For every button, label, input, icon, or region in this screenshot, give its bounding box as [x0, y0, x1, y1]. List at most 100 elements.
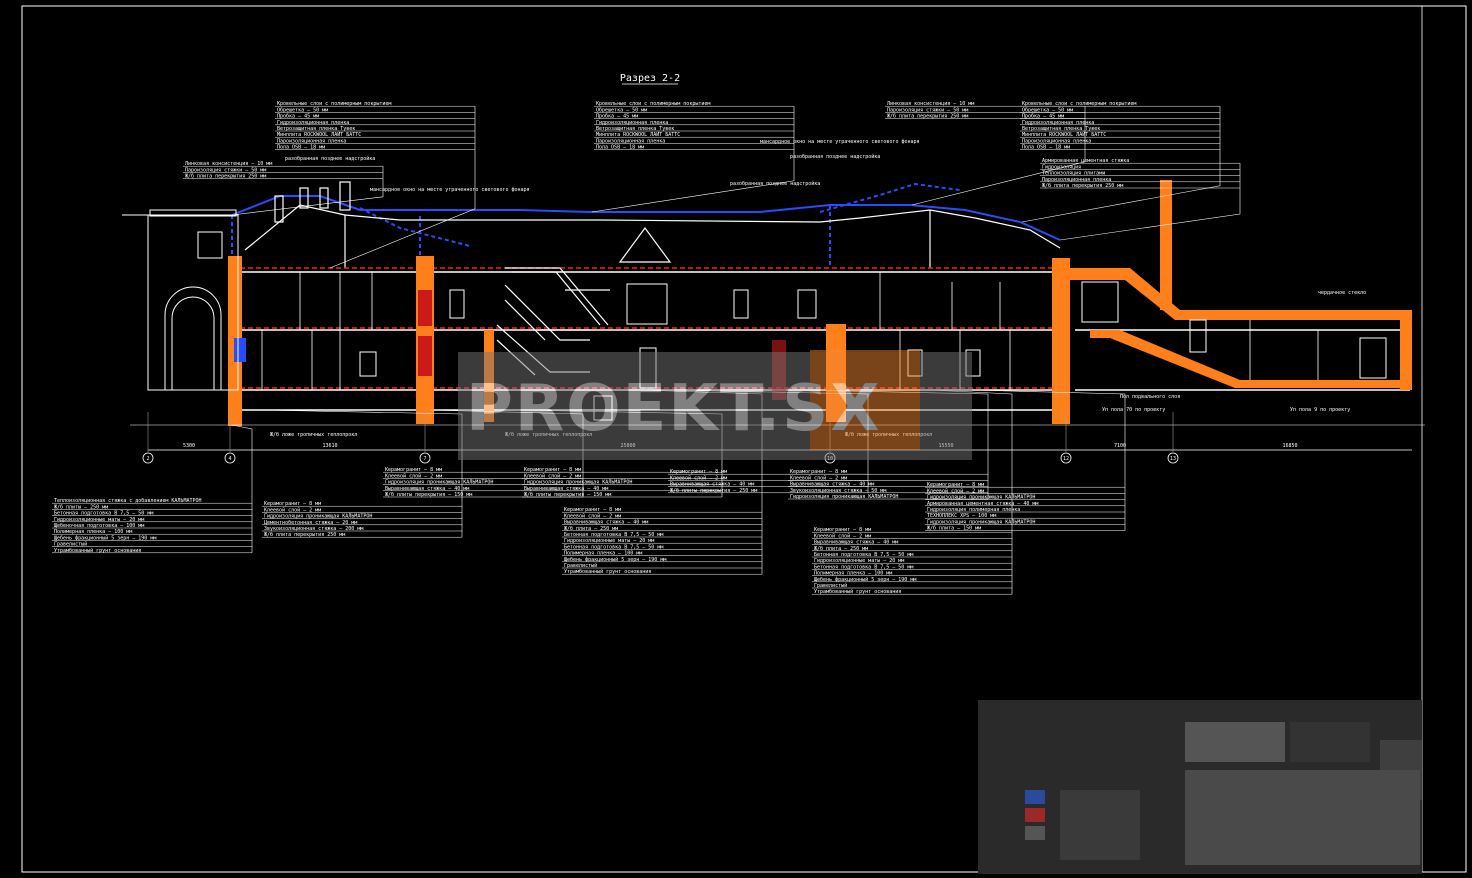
- callout-line: ТЕХНОПЛЕКС XPS – 100 мм: [927, 513, 996, 519]
- callout-line: Гидроизоляционные маты – 20 мм: [564, 538, 654, 544]
- callout-line: Керамогранит – 8 мм: [385, 467, 442, 473]
- callout-line: Армированная цементная стяжка: [1042, 158, 1129, 164]
- callout-line: Керамогранит – 8 мм: [670, 469, 727, 475]
- callout-line: Пробка – 45 мм: [1022, 113, 1064, 120]
- roof-blue-lines: [231, 182, 1061, 285]
- callout-line: Обрешетка – 50 мм: [1022, 106, 1073, 113]
- callout-line: Ж/б плита – 150 мм: [927, 525, 981, 532]
- right-note: чердачное стекло: [1318, 290, 1366, 296]
- axis-marker-label: 13: [1170, 456, 1176, 462]
- callout-leader: [329, 149, 476, 269]
- callout-line: Ж/б плита перекрытия 250 мм: [887, 113, 968, 120]
- callout-line: Обрешетка – 50 мм: [277, 106, 328, 113]
- callout-leader: [1021, 149, 1221, 223]
- callout-roof-layers-b: Кровельные слои с полимерным покрытиемОб…: [591, 101, 795, 213]
- axis-marker-label: 4: [228, 456, 231, 462]
- callout-line: Керамогранит – 8 мм: [564, 507, 621, 513]
- callout-line: Пароизоляционная пленка: [1042, 177, 1111, 183]
- callout-line: Выравнивающая стяжка – 40 мм: [564, 520, 648, 526]
- callout-line: Гравелистый: [54, 542, 87, 548]
- callout-line: Керамогранит – 8 мм: [264, 501, 321, 507]
- callout-leader: [231, 424, 253, 504]
- watermark: PROEKT.SX: [458, 350, 972, 460]
- callout-line: Клеевой слой – 2 мм: [927, 488, 984, 494]
- callout-line: Кровельные слои с полимерным покрытием: [277, 101, 391, 107]
- callout-line: Ж/б плиты перекрытия – 150 мм: [524, 491, 611, 498]
- callout-leader: [591, 149, 795, 213]
- callout-line: Клеевой слой – 2 мм: [564, 513, 621, 519]
- callout-line: Гидроизоляция полимерная пленка: [927, 507, 1020, 513]
- callout-leader: [911, 118, 1086, 206]
- callout-line: Выравнивающая стяжка – 40 мм: [385, 486, 469, 492]
- staircase: [496, 267, 610, 376]
- callout-line: Бетонная подготовка В 7,5 – 50 мм: [564, 544, 663, 550]
- callout-line: Клеевой слой – 2 мм: [264, 507, 321, 513]
- dimension-label: 13610: [322, 443, 337, 449]
- callout-line: Керамогранит – 8 мм: [524, 467, 581, 473]
- callout-line: Гидроизоляция проникающая КАЛЬМАТРОН: [790, 494, 898, 500]
- drawing-title: Разрез 2-2: [620, 73, 680, 84]
- axis-marker-label: 7: [423, 456, 426, 462]
- bottom-label: Ж/б ложе тропичных теплопрокл: [270, 431, 357, 438]
- callout-line: Бетонная подготовка В 7,5 – 50 мм: [54, 511, 153, 517]
- callout-floor-layers-1: Теплоизоляционная стяжка с добавлением К…: [52, 424, 253, 554]
- left-facade: [122, 209, 239, 391]
- callout-line: Керамогранит – 8 мм: [927, 482, 984, 488]
- callout-roof-layers-d: Кровельные слои с полимерным покрытиемОб…: [1020, 101, 1221, 223]
- callout-line: Клеевой слой – 2 мм: [524, 473, 581, 479]
- callout-line: Ж/б плита перекрытия 250 мм: [185, 173, 266, 180]
- callout-line: Пробка – 45 мм: [596, 113, 638, 120]
- callout-leader: [231, 178, 384, 216]
- sheet-frame: [21, 5, 1467, 873]
- dimension-label: 7100: [1114, 443, 1126, 449]
- top-annotation: мансардное окно на месте утраченного све…: [760, 139, 920, 145]
- callout-line: Армированная цементная стяжка – 40 мм: [927, 501, 1038, 507]
- top-annotation: мансардное окно на месте утраченного све…: [370, 187, 530, 193]
- callout-line: Гидроизоляционная пленка: [1022, 120, 1094, 126]
- right-notes: чердачное стекло Пол подвального слоя Уп…: [1102, 290, 1366, 413]
- callout-line: Минплита ROCKWOOL ЛАЙТ БАТТС: [1022, 131, 1106, 138]
- callout-line: Кровельные слои с полимерным покрытием: [596, 101, 710, 107]
- callout-line: Пола OSB – 18 мм: [596, 145, 644, 151]
- callout-line: Пароизоляция стяжки – 50 мм: [887, 107, 968, 113]
- callout-line: Щебень фракционный 5 зерн – 190 мм: [54, 534, 156, 541]
- watermark-text: PROEKT.SX: [466, 372, 882, 446]
- callout-line: Выравнивающая стяжка – 40 мм: [524, 486, 608, 492]
- axis-marker: [224, 452, 236, 464]
- callout-line: Ж/б плита перекрытия 250 мм: [1042, 182, 1123, 189]
- callout-line: Пароизоляционная пленка: [1022, 138, 1091, 144]
- right-note: Уп пола 70 по проекту: [1102, 407, 1165, 413]
- callout-line: Пароизоляционная пленка: [277, 138, 346, 144]
- callout-line: Гидроизоляция проникающая КАЛЬМАТРОН: [927, 495, 1035, 501]
- axis-marker: [1167, 452, 1179, 464]
- callout-line: Ж/б плиты перекрытия – 150 мм: [385, 491, 472, 498]
- callout-line: Клеевой слой – 2 мм: [814, 533, 871, 539]
- callout-roof-layers-a: Кровельные слои с полимерным покрытиемОб…: [275, 101, 476, 269]
- callout-line: Выравнивающая стяжка – 40 мм: [814, 540, 898, 546]
- callout-line: Бетонная подготовка В 7,5 – 50 мм: [814, 564, 913, 570]
- callout-line: Кровельные слои с полимерным покрытием: [1022, 101, 1136, 107]
- axis-marker: [1060, 452, 1072, 464]
- top-annotation: разобранная позднее надстройка: [285, 155, 375, 162]
- callout-line: Теплоизоляционная стяжка с добавлением К…: [54, 497, 202, 504]
- callout-line: Гидроизоляционная пленка: [277, 120, 349, 126]
- callout-line: Утрамбованный грунт основания: [564, 568, 651, 575]
- callout-line: Гидроизоляция проникающая КАЛЬМАТРОН: [927, 519, 1035, 525]
- callout-line: Щебень фракционный 5 зерн – 190 мм: [814, 576, 916, 583]
- callout-line: Пароизоляция стяжки – 50 мм: [185, 167, 266, 173]
- callout-line: Линковая консистенция – 10 мм: [887, 101, 974, 107]
- callout-leader: [969, 389, 1126, 488]
- callout-line: Звукоизоляционная стяжка – 50 мм: [790, 488, 886, 494]
- axis-marker-label: 12: [1063, 456, 1069, 462]
- callout-line: Цементнобетонная стяжка – 20 мм: [264, 519, 357, 526]
- callout-line: Гидроизоляция проникающая КАЛЬМАТРОН: [264, 514, 372, 520]
- callout-line: Пробка – 45 мм: [277, 113, 319, 120]
- callout-line: Клеевой слой – 2 мм: [790, 475, 847, 481]
- callout-line: Выравнивающая стяжка – 40 мм: [670, 482, 754, 488]
- callout-line: Гидроизоляционные маты – 20 мм: [54, 517, 144, 523]
- callout-line: Гравелистый: [564, 563, 597, 569]
